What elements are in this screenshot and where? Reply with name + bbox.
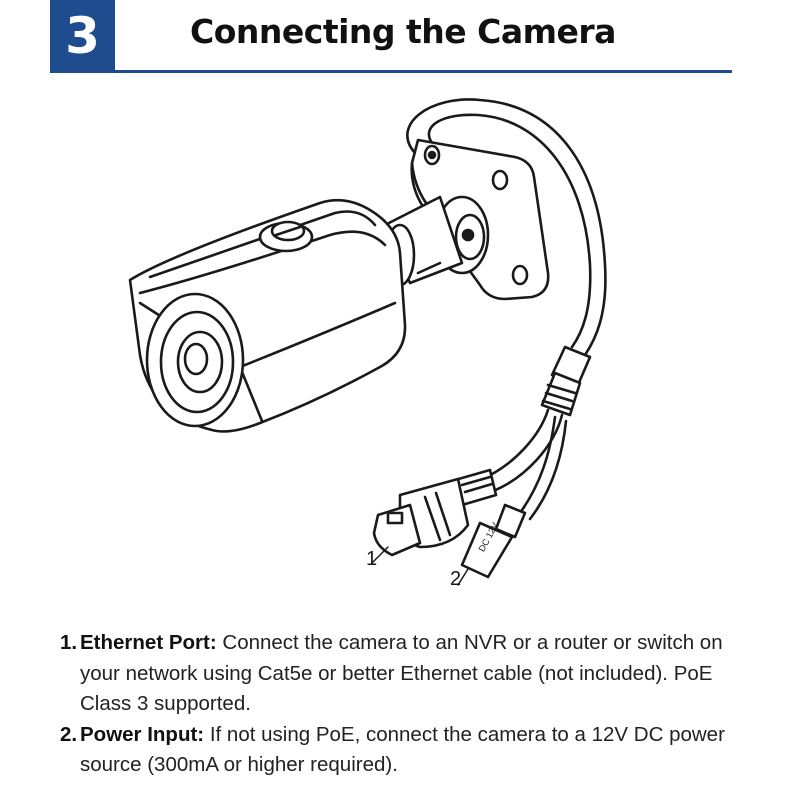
instruction-body: Power Input: If not using PoE, connect t… (80, 720, 760, 781)
callout-2-leader (457, 568, 469, 586)
instruction-text: Connect the camera to an NVR or a router… (80, 631, 723, 715)
instruction-number: 1. (60, 631, 78, 654)
callout-1-label: 1 (366, 548, 377, 570)
instruction-label: Power Input: (80, 722, 205, 746)
power-cable (518, 415, 568, 521)
camera-connection-diagram: DC 12V 1 2 (128, 98, 607, 590)
instruction-body: Ethernet Port: Connect the camera to an … (80, 628, 760, 720)
step-number-badge: 3 (50, 0, 115, 72)
instruction-text: If not using PoE, connect the camera to … (80, 722, 725, 777)
camera-body (128, 198, 407, 433)
instruction-power-input: 2. Power Input: If not using PoE, connec… (60, 720, 760, 781)
page-title: Connecting the Camera (190, 12, 616, 51)
connection-instructions: 1. Ethernet Port: Connect the camera to … (60, 628, 760, 781)
callout-2-label: 2 (450, 568, 461, 590)
instruction-label: Ethernet Port: (80, 631, 217, 654)
instruction-number: 2. (60, 722, 78, 746)
camera-adjust-knob (258, 220, 314, 253)
ethernet-rj45-connector (372, 468, 498, 557)
instruction-ethernet-port: 1. Ethernet Port: Connect the camera to … (60, 628, 760, 720)
title-divider (50, 70, 732, 73)
y-splitter (540, 345, 592, 417)
callout-1-leader (371, 546, 389, 564)
pigtail-cable (406, 98, 607, 357)
dc-power-connector: DC 12V (460, 503, 527, 579)
